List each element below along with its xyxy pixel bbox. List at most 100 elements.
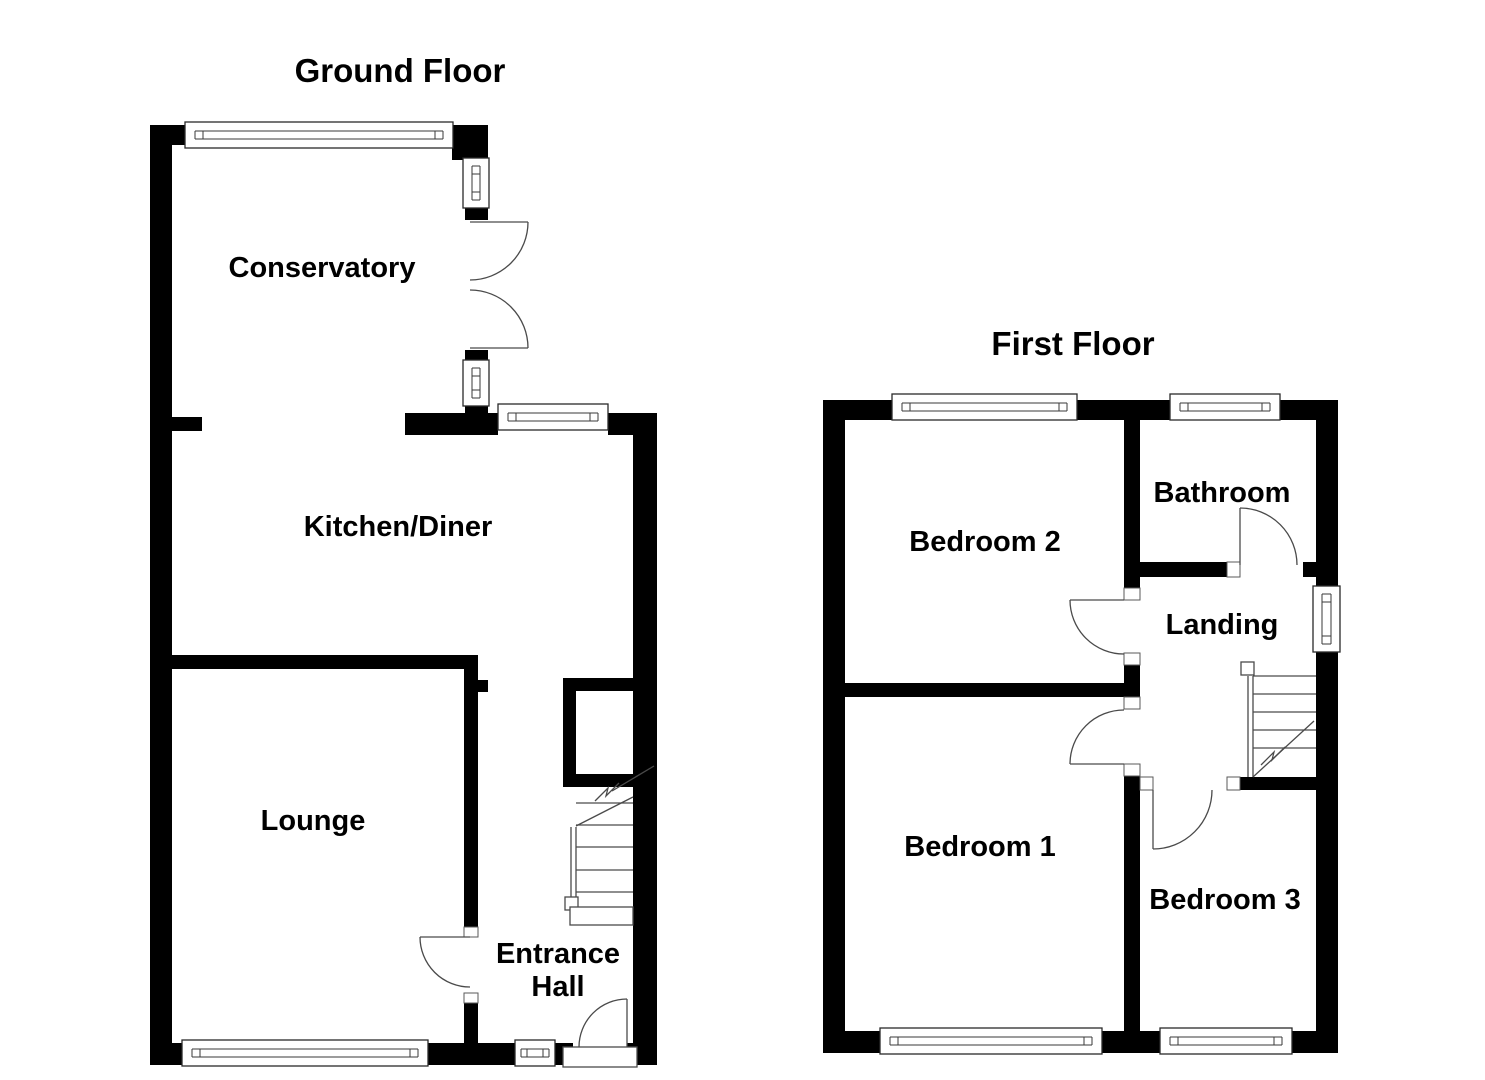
wall-segment <box>1102 1031 1160 1053</box>
wall-segment <box>465 206 488 220</box>
room-label-entrance-hall-line2: Hall <box>531 971 584 1003</box>
stair-arrow-zigzag <box>594 782 620 802</box>
bedroom2-window <box>891 393 1078 421</box>
door-swing-arc <box>469 221 529 281</box>
first-floor-doors <box>1069 507 1298 850</box>
wall-segment <box>1124 776 1140 1031</box>
door-swing-arc <box>1069 709 1125 765</box>
stair-stringer <box>1247 676 1254 777</box>
lounge-window <box>181 1039 429 1067</box>
first-floor-stairs <box>1240 661 1316 778</box>
cupboard-wall <box>563 774 656 787</box>
stair-break-line <box>611 765 655 792</box>
door-swing-arc <box>1152 789 1213 850</box>
cupboard-wall <box>563 678 656 691</box>
door-swing-arc <box>1239 507 1298 566</box>
kitchen-window <box>497 403 609 431</box>
conservatory-side-window-upper <box>462 157 490 209</box>
ground-floor-walls <box>150 125 657 1065</box>
stair-newel <box>1240 661 1255 676</box>
wall-segment <box>1240 777 1316 790</box>
lounge-door <box>419 936 471 988</box>
wall-segment <box>150 125 172 1065</box>
stair-break-line <box>575 796 634 827</box>
front-doorstep <box>562 1046 638 1068</box>
first-floor-windows <box>879 393 1341 1055</box>
room-label-lounge: Lounge <box>261 805 366 837</box>
room-label-bedroom1: Bedroom 1 <box>904 831 1055 863</box>
room-label-landing: Landing <box>1166 609 1279 641</box>
wall-segment <box>1077 400 1170 420</box>
bedroom1-door <box>1069 709 1125 765</box>
landing-window <box>1312 585 1341 653</box>
wall-segment <box>1140 562 1227 577</box>
wall-segment <box>465 413 498 435</box>
wall-segment <box>633 413 657 1065</box>
wall-segment <box>1316 400 1338 588</box>
wall-segment <box>478 680 488 692</box>
ground-floor-title: Ground Floor <box>295 52 506 89</box>
stair-treads <box>576 802 633 893</box>
door-jamb <box>1123 763 1141 777</box>
wall-segment <box>1124 665 1140 697</box>
wall-segment <box>172 655 478 669</box>
wall-segment <box>1292 1031 1338 1053</box>
wall-segment <box>464 1003 478 1043</box>
door-swing-arc <box>469 289 529 349</box>
door-jamb <box>1226 561 1241 578</box>
bathroom-door <box>1239 507 1298 566</box>
room-label-bedroom2: Bedroom 2 <box>909 526 1060 558</box>
first-floor-walls <box>823 400 1338 1053</box>
door-jamb <box>1123 696 1141 710</box>
wall-segment <box>150 125 185 145</box>
bedroom3-door <box>1152 789 1213 850</box>
wall-segment <box>823 400 845 1053</box>
hall-window <box>514 1039 556 1067</box>
wall-segment <box>1124 420 1140 588</box>
room-label-entrance-hall-line1: Entrance <box>496 938 620 970</box>
ground-floor-labels: Conservatory Kitchen/Diner Lounge Entran… <box>229 252 621 1003</box>
room-label-kitchen-diner: Kitchen/Diner <box>304 511 493 543</box>
wall-segment <box>405 413 465 435</box>
room-label-conservatory: Conservatory <box>229 252 416 284</box>
wall-segment <box>1316 650 1338 1053</box>
door-jamb <box>463 926 479 938</box>
door-jamb <box>1226 776 1241 791</box>
bathroom-window <box>1169 393 1281 421</box>
door-jamb <box>463 992 479 1004</box>
wall-segment <box>172 417 202 431</box>
bedroom1-window <box>879 1027 1103 1055</box>
cupboard-wall <box>563 678 576 787</box>
ground-floor-plan: Ground Floor <box>150 52 657 1068</box>
front-door <box>562 998 638 1068</box>
ground-floor-doors <box>419 221 638 1068</box>
stair-arrow-zigzag <box>1260 746 1286 766</box>
wall-segment <box>845 683 1124 697</box>
conservatory-top-window <box>184 121 454 149</box>
wall-segment <box>452 125 488 160</box>
stair-base <box>569 906 634 926</box>
wall-segment <box>150 1043 182 1065</box>
conservatory-french-doors <box>469 221 529 349</box>
wall-segment <box>464 655 478 927</box>
stair-stringer <box>570 827 577 897</box>
door-jamb <box>1123 587 1141 601</box>
room-label-bedroom3: Bedroom 3 <box>1149 884 1300 916</box>
ground-floor-windows <box>181 121 609 1067</box>
wall-segment <box>1303 562 1316 577</box>
door-jamb <box>1139 776 1154 791</box>
conservatory-side-window-lower <box>462 359 490 407</box>
first-floor-plan: First Floor <box>823 325 1341 1055</box>
door-swing-arc <box>1069 599 1125 655</box>
door-jamb <box>1123 652 1141 666</box>
door-swing-arc <box>419 936 471 988</box>
wall-segment <box>823 1031 880 1053</box>
room-label-bathroom: Bathroom <box>1154 477 1291 509</box>
first-floor-labels: Bedroom 2 Bathroom Landing Bedroom 1 Bed… <box>904 477 1300 916</box>
wall-segment <box>465 350 488 362</box>
ground-floor-stairs <box>564 765 655 926</box>
first-floor-title: First Floor <box>991 325 1154 362</box>
door-swing-arc <box>578 998 628 1048</box>
